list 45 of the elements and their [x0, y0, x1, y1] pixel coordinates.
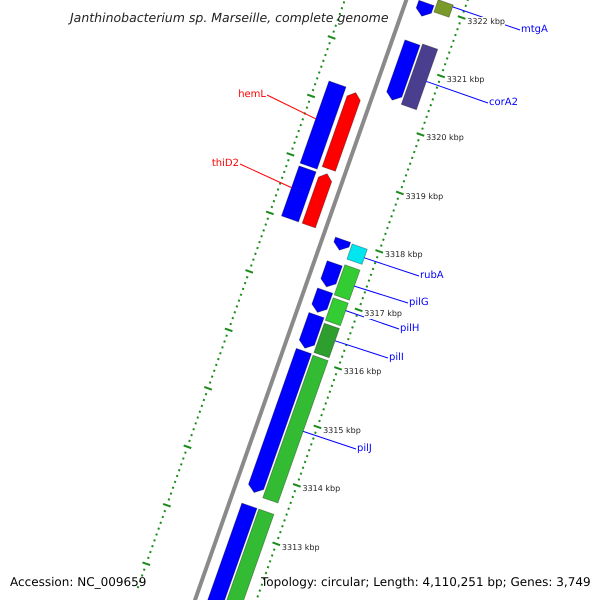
gene-feature	[298, 312, 324, 349]
title: Janthinobacterium sp. Marseille, complete genome	[70, 10, 389, 25]
gene-feature	[416, 0, 435, 17]
footer-text: Accession: NC_009659	[10, 575, 146, 589]
gene-feature	[400, 44, 438, 110]
leader-line	[426, 80, 488, 104]
leader-line	[345, 310, 400, 330]
gene-label: corA2	[489, 97, 518, 109]
leader-line	[240, 164, 292, 188]
gene-feature	[300, 80, 347, 170]
gene-label: pilG	[409, 297, 429, 309]
gene-feature	[313, 322, 340, 358]
gene-label: mtgA	[521, 24, 548, 36]
gene-feature	[322, 92, 361, 172]
gene-feature	[302, 173, 332, 228]
scale-label: 3313 kbp	[282, 542, 320, 553]
gene-feature	[333, 236, 352, 251]
scale-label: 3314 kbp	[302, 484, 340, 494]
scale-label: 3321 kbp	[446, 75, 484, 85]
leader-line	[266, 94, 316, 120]
scale-label: 3315 kbp	[323, 426, 361, 436]
gene-label: pilJ	[357, 443, 372, 455]
footer-text: Topology: circular; Length: 4,110,251 bp; Genes: 3,749	[261, 575, 591, 589]
gene-label: rubA	[420, 270, 444, 282]
scale-label: 3320 kbp	[426, 133, 464, 144]
scale-label: 3322 kbp	[467, 16, 505, 26]
scale-label: 3319 kbp	[406, 192, 444, 202]
gene-label: pilH	[400, 323, 420, 335]
gene-feature	[433, 0, 454, 18]
leader-line	[334, 340, 388, 358]
gene-feature	[320, 260, 343, 288]
scale-label: 3316 kbp	[344, 367, 382, 378]
scale-label: 3318 kbp	[384, 250, 423, 260]
leader-line	[364, 257, 420, 276]
gene-label: hemL	[238, 89, 266, 101]
gene-feature	[311, 288, 334, 313]
gene-label: thiD2	[212, 158, 239, 170]
gene-feature	[346, 244, 368, 265]
gene-feature	[386, 39, 420, 101]
gene-feature	[334, 264, 361, 301]
gene-feature	[324, 297, 349, 326]
gene-label: pilI	[389, 352, 404, 364]
scale-label: 3317 kbp	[364, 308, 402, 319]
leader-line	[302, 430, 356, 450]
gene-feature	[280, 165, 317, 222]
